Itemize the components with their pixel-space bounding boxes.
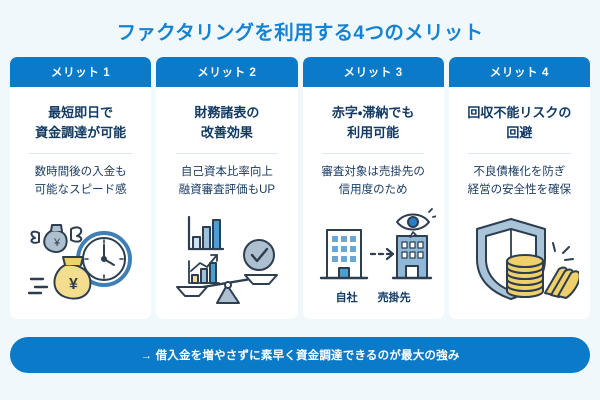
card-divider-2 bbox=[175, 153, 279, 155]
building-labels: 自社 売掛先 bbox=[336, 289, 411, 305]
card-badge-1: メリット 1 bbox=[10, 57, 152, 88]
benefit-card-4: メリット 4 回収不能リスクの 回避 不良債権化を防ぎ 経営の安全性を確保 bbox=[448, 57, 590, 320]
bar-chart-balance-scale-icon bbox=[164, 202, 289, 311]
card-divider-1 bbox=[29, 153, 132, 155]
shield-coins-icon bbox=[457, 202, 582, 311]
money-bag-wings-clock-icon: ¥ ¥ bbox=[18, 202, 143, 311]
summary-banner: → 借入金を増やさずに素早く資金調達できるのが最大の強み bbox=[10, 337, 590, 374]
svg-text:¥: ¥ bbox=[69, 276, 78, 293]
card-body-3: 赤字・滞納でも 利用可能 審査対象は売掛先の 信用度のため bbox=[303, 87, 444, 319]
card-badge-2: メリット 2 bbox=[156, 57, 298, 88]
card-badge-4: メリット 4 bbox=[448, 57, 590, 88]
benefit-card-1: メリット 1 最短即日で 資金調達が可能 数時間後の入金も 可能なスピード感 bbox=[10, 57, 152, 320]
svg-text:¥: ¥ bbox=[53, 237, 61, 249]
benefit-cards-row: メリット 1 最短即日で 資金調達が可能 数時間後の入金も 可能なスピード感 bbox=[0, 57, 600, 320]
benefit-card-2: メリット 2 財務諸表の 改善効果 自己資本比率向上 融資審査評価もUP bbox=[156, 57, 298, 320]
card-body-2: 財務諸表の 改善効果 自己資本比率向上 融資審査評価もUP bbox=[156, 87, 297, 319]
card-subtext-3: 審査対象は売掛先の 信用度のため bbox=[321, 166, 425, 197]
card-heading-2: 財務諸表の 改善効果 bbox=[194, 105, 260, 140]
building-label-right: 売掛先 bbox=[377, 292, 411, 305]
benefit-card-3: メリット 3 赤字・滞納でも 利用可能 審査対象は売掛先の 信用度のため bbox=[302, 57, 444, 320]
card-heading-3: 赤字・滞納でも 利用可能 bbox=[331, 105, 415, 140]
summary-banner-wrap: → 借入金を増やさずに素早く資金調達できるのが最大の強み bbox=[0, 337, 600, 374]
card-body-1: 最短即日で 資金調達が可能 数時間後の入金も 可能なスピード感 ¥ bbox=[10, 87, 151, 319]
card-divider-4 bbox=[468, 153, 571, 155]
card-divider-3 bbox=[321, 153, 425, 155]
card-heading-4: 回収不能リスクの 回避 bbox=[467, 105, 572, 140]
card-subtext-2: 自己資本比率向上 融資審査評価もUP bbox=[178, 166, 276, 197]
card-badge-3: メリット 3 bbox=[302, 57, 444, 88]
two-buildings-eye-icon: 自社 売掛先 bbox=[311, 202, 436, 311]
card-body-4: 回収不能リスクの 回避 不良債権化を防ぎ 経営の安全性を確保 bbox=[449, 87, 590, 319]
card-subtext-1: 数時間後の入金も 可能なスピード感 bbox=[34, 166, 127, 197]
card-subtext-4: 不良債権化を防ぎ 経営の安全性を確保 bbox=[467, 166, 572, 197]
building-label-left: 自社 bbox=[335, 292, 358, 305]
card-heading-1: 最短即日で 資金調達が可能 bbox=[35, 105, 127, 140]
page-title: ファクタリングを利用する4つのメリット bbox=[116, 22, 484, 44]
